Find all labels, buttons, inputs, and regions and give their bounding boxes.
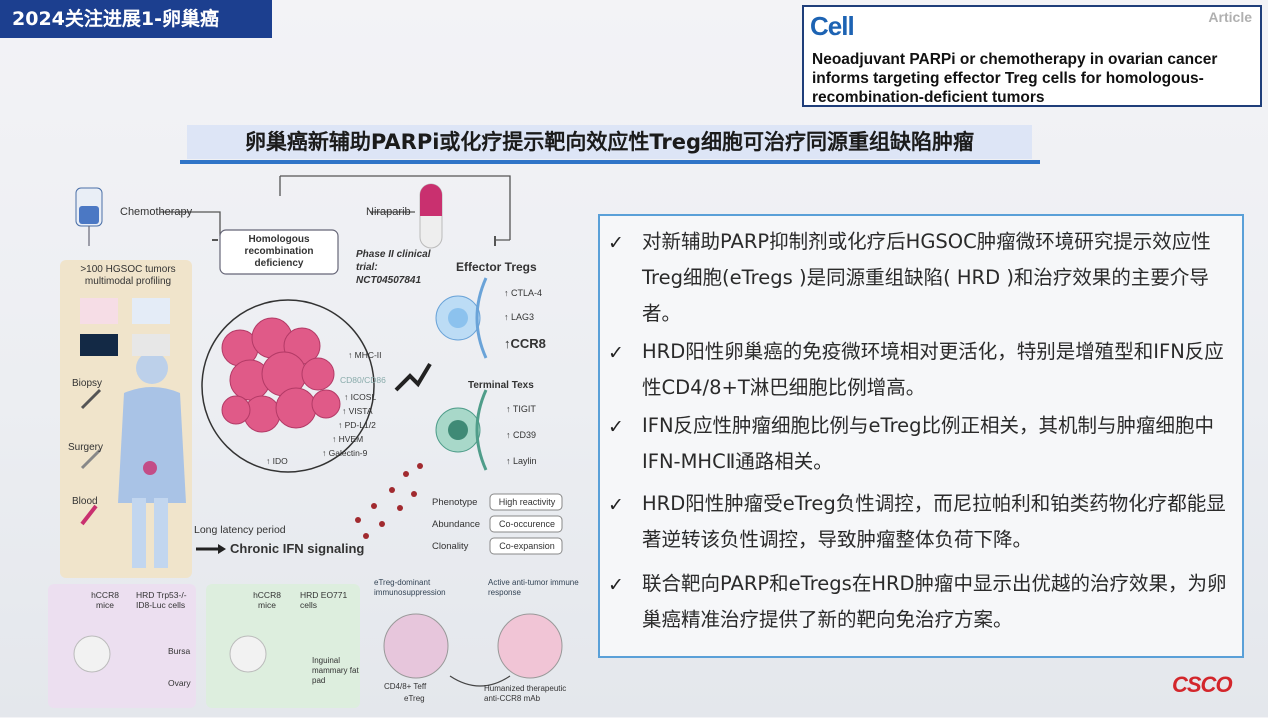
bullet-text: IFN反应性肿瘤细胞比例与eTreg比例正相关，其机制与肿瘤细胞中IFN-MHC… [642, 414, 1215, 473]
label-ccr8: ↑CCR8 [504, 336, 546, 351]
label-bursa: Bursa [168, 646, 191, 656]
label-etreg: eTreg [404, 694, 425, 703]
article-type: Article [1208, 9, 1252, 25]
label-trial: Phase II clinical trial: NCT04507841 [356, 249, 431, 286]
label-hvem: ↑ HVEM [332, 434, 364, 444]
pill-co-occurence: Co-occurence [498, 519, 556, 529]
section-tag: 2024关注进展1-卵巢癌 [0, 0, 272, 38]
check-icon: ✓ [608, 416, 624, 438]
bullet-item: ✓ 联合靶向PARP和eTregs在HRD肿瘤中显示出优越的治疗效果，为卵巢癌精… [608, 566, 1228, 638]
label-icosl: ↑ ICOSL [344, 392, 377, 402]
bullet-text: HRD阳性卵巢癌的免疫微环境相对更活化，特别是增殖型和IFN反应性CD4/8+T… [642, 340, 1224, 399]
label-chronic-ifn: Chronic IFN signaling [230, 541, 365, 556]
label-cd80: CD80/CD86 [340, 375, 386, 385]
figure-drawing [48, 175, 563, 708]
label-suppression: eTreg-dominant immunosuppression [374, 578, 446, 597]
label-ido: ↑ IDO [266, 456, 288, 466]
label-mhc: ↑ MHC-II [348, 350, 382, 360]
journal-logo: Cell [810, 11, 855, 41]
slide-title: 卵巢癌新辅助PARPi或化疗提示靶向效应性Treg细胞可治疗同源重组缺陷肿瘤 [187, 125, 1032, 159]
label-phenotype: Phenotype [432, 497, 478, 508]
label-effector-tregs: Effector Tregs [456, 260, 537, 274]
label-clonality: Clonality [432, 541, 469, 552]
label-galectin: ↑ Galectin-9 [322, 448, 368, 458]
graphical-abstract: Chemotherapy Niraparib Homologous recomb… [40, 168, 588, 713]
label-vista: ↑ VISTA [342, 406, 373, 416]
bullet-text: 联合靶向PARP和eTregs在HRD肿瘤中显示出优越的治疗效果，为卵巢癌精准治… [642, 572, 1227, 631]
paper-title: Neoadjuvant PARPi or chemotherapy in ova… [812, 51, 1218, 106]
pill-high-reactivity: High reactivity [498, 497, 556, 507]
csco-logo: CSCO [1172, 672, 1233, 697]
pill-co-expansion: Co-expansion [499, 541, 555, 551]
bullet-item: ✓ IFN反应性肿瘤细胞比例与eTreg比例正相关，其机制与肿瘤细胞中IFN-M… [608, 408, 1228, 480]
label-cohort: >100 HGSOC tumors multimodal profiling [80, 264, 176, 287]
label-mab: Humanized therapeutic anti-CCR8 mAb [484, 684, 567, 703]
check-icon: ✓ [608, 574, 624, 596]
label-niraparib: Niraparib [366, 206, 411, 218]
label-ctla4: ↑ CTLA-4 [504, 288, 543, 298]
label-blood: Blood [72, 496, 98, 507]
check-icon: ✓ [608, 494, 624, 516]
label-hrd: Homologous recombination deficiency [244, 234, 314, 269]
label-fat-pad: Inguinal mammary fat pad [312, 656, 359, 685]
label-teff: CD4/8+ Teff [384, 682, 427, 691]
label-surgery: Surgery [68, 442, 104, 453]
label-hrd-cells-2: HRD EO771 cells [300, 590, 348, 610]
label-cd39: ↑ CD39 [506, 430, 537, 440]
label-latency: Long latency period [194, 524, 286, 536]
bullet-item: ✓ HRD阳性卵巢癌的免疫微环境相对更活化，特别是增殖型和IFN反应性CD4/8… [608, 334, 1228, 406]
label-pdl1: ↑ PD-L1/2 [338, 420, 376, 430]
label-ovary: Ovary [168, 678, 191, 688]
label-hrd-cells-1: HRD Trp53-/- ID8-Luc cells [136, 590, 187, 610]
label-tigit: ↑ TIGIT [506, 404, 536, 414]
key-findings-panel: ✓ 对新辅助PARP抑制剂或化疗后HGSOC肿瘤微环境研究提示效应性Treg细胞… [598, 214, 1244, 658]
label-lag3: ↑ LAG3 [504, 312, 535, 322]
bullet-item: ✓ 对新辅助PARP抑制剂或化疗后HGSOC肿瘤微环境研究提示效应性Treg细胞… [608, 224, 1228, 332]
bullet-text: 对新辅助PARP抑制剂或化疗后HGSOC肿瘤微环境研究提示效应性Treg细胞(e… [642, 230, 1211, 325]
label-abundance: Abundance [432, 519, 481, 530]
label-terminal-texs: Terminal Texs [468, 380, 534, 391]
check-icon: ✓ [608, 342, 624, 364]
bullet-text: HRD阳性肿瘤受eTreg负性调控，而尼拉帕利和铂类药物化疗都能显著逆转该负性调… [642, 492, 1226, 551]
label-response: Active anti-tumor immune response [488, 578, 579, 597]
bullet-item: ✓ HRD阳性肿瘤受eTreg负性调控，而尼拉帕利和铂类药物化疗都能显著逆转该负… [608, 486, 1228, 558]
label-biopsy: Biopsy [72, 378, 103, 389]
label-laylin: ↑ Laylin [506, 456, 537, 466]
label-mice-1: hCCR8 mice [91, 590, 119, 610]
check-icon: ✓ [608, 232, 624, 254]
title-underline [180, 160, 1040, 164]
journal-card: Cell Article Neoadjuvant PARPi or chemot… [802, 5, 1262, 107]
label-chemotherapy: Chemotherapy [120, 206, 193, 218]
label-mice-2: hCCR8 mice [253, 590, 281, 610]
